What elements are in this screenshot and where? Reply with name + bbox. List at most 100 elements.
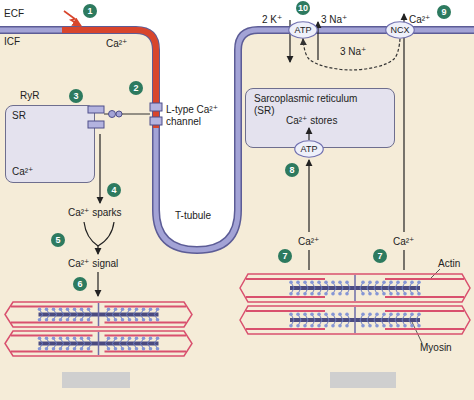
myosin-head [324, 324, 328, 328]
myosin-head [128, 318, 132, 322]
myosin-head [73, 336, 77, 340]
actin-filament [105, 322, 187, 324]
part-label: Ca²⁺ sparks [68, 207, 122, 219]
organelle-label: Sarcoplasmic reticulum (SR) [254, 93, 374, 117]
myosin-head [87, 336, 91, 340]
myosin-head [66, 318, 70, 322]
myosin-head [107, 347, 111, 351]
myosin-head [52, 347, 56, 351]
myosin-head [345, 280, 349, 284]
z-disc-outline [240, 274, 470, 302]
actin-filament [11, 322, 93, 324]
myosin-head [345, 324, 349, 328]
myosin-head [317, 292, 321, 296]
myosin-head [324, 312, 328, 316]
myosin-head [310, 280, 314, 284]
myosin-head [310, 312, 314, 316]
m-line [98, 332, 100, 355]
callout-number: 10 [293, 2, 313, 14]
myosin-head [368, 312, 372, 316]
myosin-head [87, 318, 91, 322]
myosin-head [107, 318, 111, 322]
myosin-head [338, 324, 342, 328]
myosin-head [417, 324, 421, 328]
myosin-head [338, 312, 342, 316]
myosin-head [38, 307, 42, 311]
myosin-head [317, 324, 321, 328]
myosin-head [417, 312, 421, 316]
part-label: T-tubule [175, 210, 211, 222]
myosin-head [303, 324, 307, 328]
flow-arrow [98, 222, 114, 246]
l-type-channel [150, 117, 162, 125]
myosin-head [396, 292, 400, 296]
actin-filament [385, 296, 464, 298]
myosin-head [38, 336, 42, 340]
actin-filament [11, 305, 93, 307]
myosin-head [59, 307, 63, 311]
z-disc-outline [240, 306, 470, 334]
m-line [354, 275, 356, 301]
myosin-head [156, 347, 160, 351]
action-potential-arrow [64, 11, 81, 26]
myosin-head [52, 307, 56, 311]
m-line [354, 307, 356, 333]
actin-filament [246, 328, 325, 330]
myosin-head [396, 280, 400, 284]
part-label: Ca²⁺ [106, 38, 127, 50]
flow-arrow [97, 246, 98, 254]
voltage-sensor [109, 111, 116, 118]
myosin-head [45, 347, 49, 351]
myosin-head [375, 292, 379, 296]
myosin-head [382, 312, 386, 316]
myosin-head [73, 347, 77, 351]
myosin-head [317, 312, 321, 316]
flow-arrow [99, 134, 100, 203]
callout-number: 8 [282, 164, 302, 176]
myosin-head [80, 307, 84, 311]
part-label: Ca²⁺ [409, 14, 430, 26]
extracellular-space [0, 0, 474, 250]
myosin-head [361, 324, 365, 328]
myosin-head [38, 347, 42, 351]
pump-ellipse: ATP [288, 21, 318, 39]
myosin-head [114, 307, 118, 311]
myosin-head [135, 318, 139, 322]
cell-membrane [0, 30, 474, 250]
myosin-head [142, 318, 146, 322]
myosin-head [403, 292, 407, 296]
actin-filament [246, 310, 325, 312]
myosin-head [331, 280, 335, 284]
myosin-head [135, 347, 139, 351]
myosin-head [66, 347, 70, 351]
myosin-head [410, 324, 414, 328]
myosin-head [135, 307, 139, 311]
myosin-head [317, 280, 321, 284]
myosin-head [417, 280, 421, 284]
myosin-head [149, 318, 153, 322]
myosin-head [66, 307, 70, 311]
pump-label: ATP [294, 143, 324, 155]
myosin-head [368, 280, 372, 284]
part-label: Myosin [420, 342, 452, 354]
myosin-head [149, 336, 153, 340]
ryanodine-receptor [88, 106, 104, 113]
callout-number: 2 [126, 82, 146, 94]
myosin-head [107, 307, 111, 311]
myosin-head [289, 312, 293, 316]
actin-filament [105, 334, 187, 336]
myosin-head [142, 347, 146, 351]
actin-filament [385, 328, 464, 330]
myosin-head [296, 280, 300, 284]
myosin-head [121, 307, 125, 311]
myosin-head [289, 280, 293, 284]
myosin-head [45, 336, 49, 340]
sarcomeres [5, 274, 470, 356]
pump-ellipse: ATP [294, 140, 324, 158]
organelle-label: Ca²⁺ [12, 166, 33, 178]
myosin-head [59, 318, 63, 322]
flow-arrow [403, 14, 404, 232]
pump-outline [295, 141, 324, 158]
